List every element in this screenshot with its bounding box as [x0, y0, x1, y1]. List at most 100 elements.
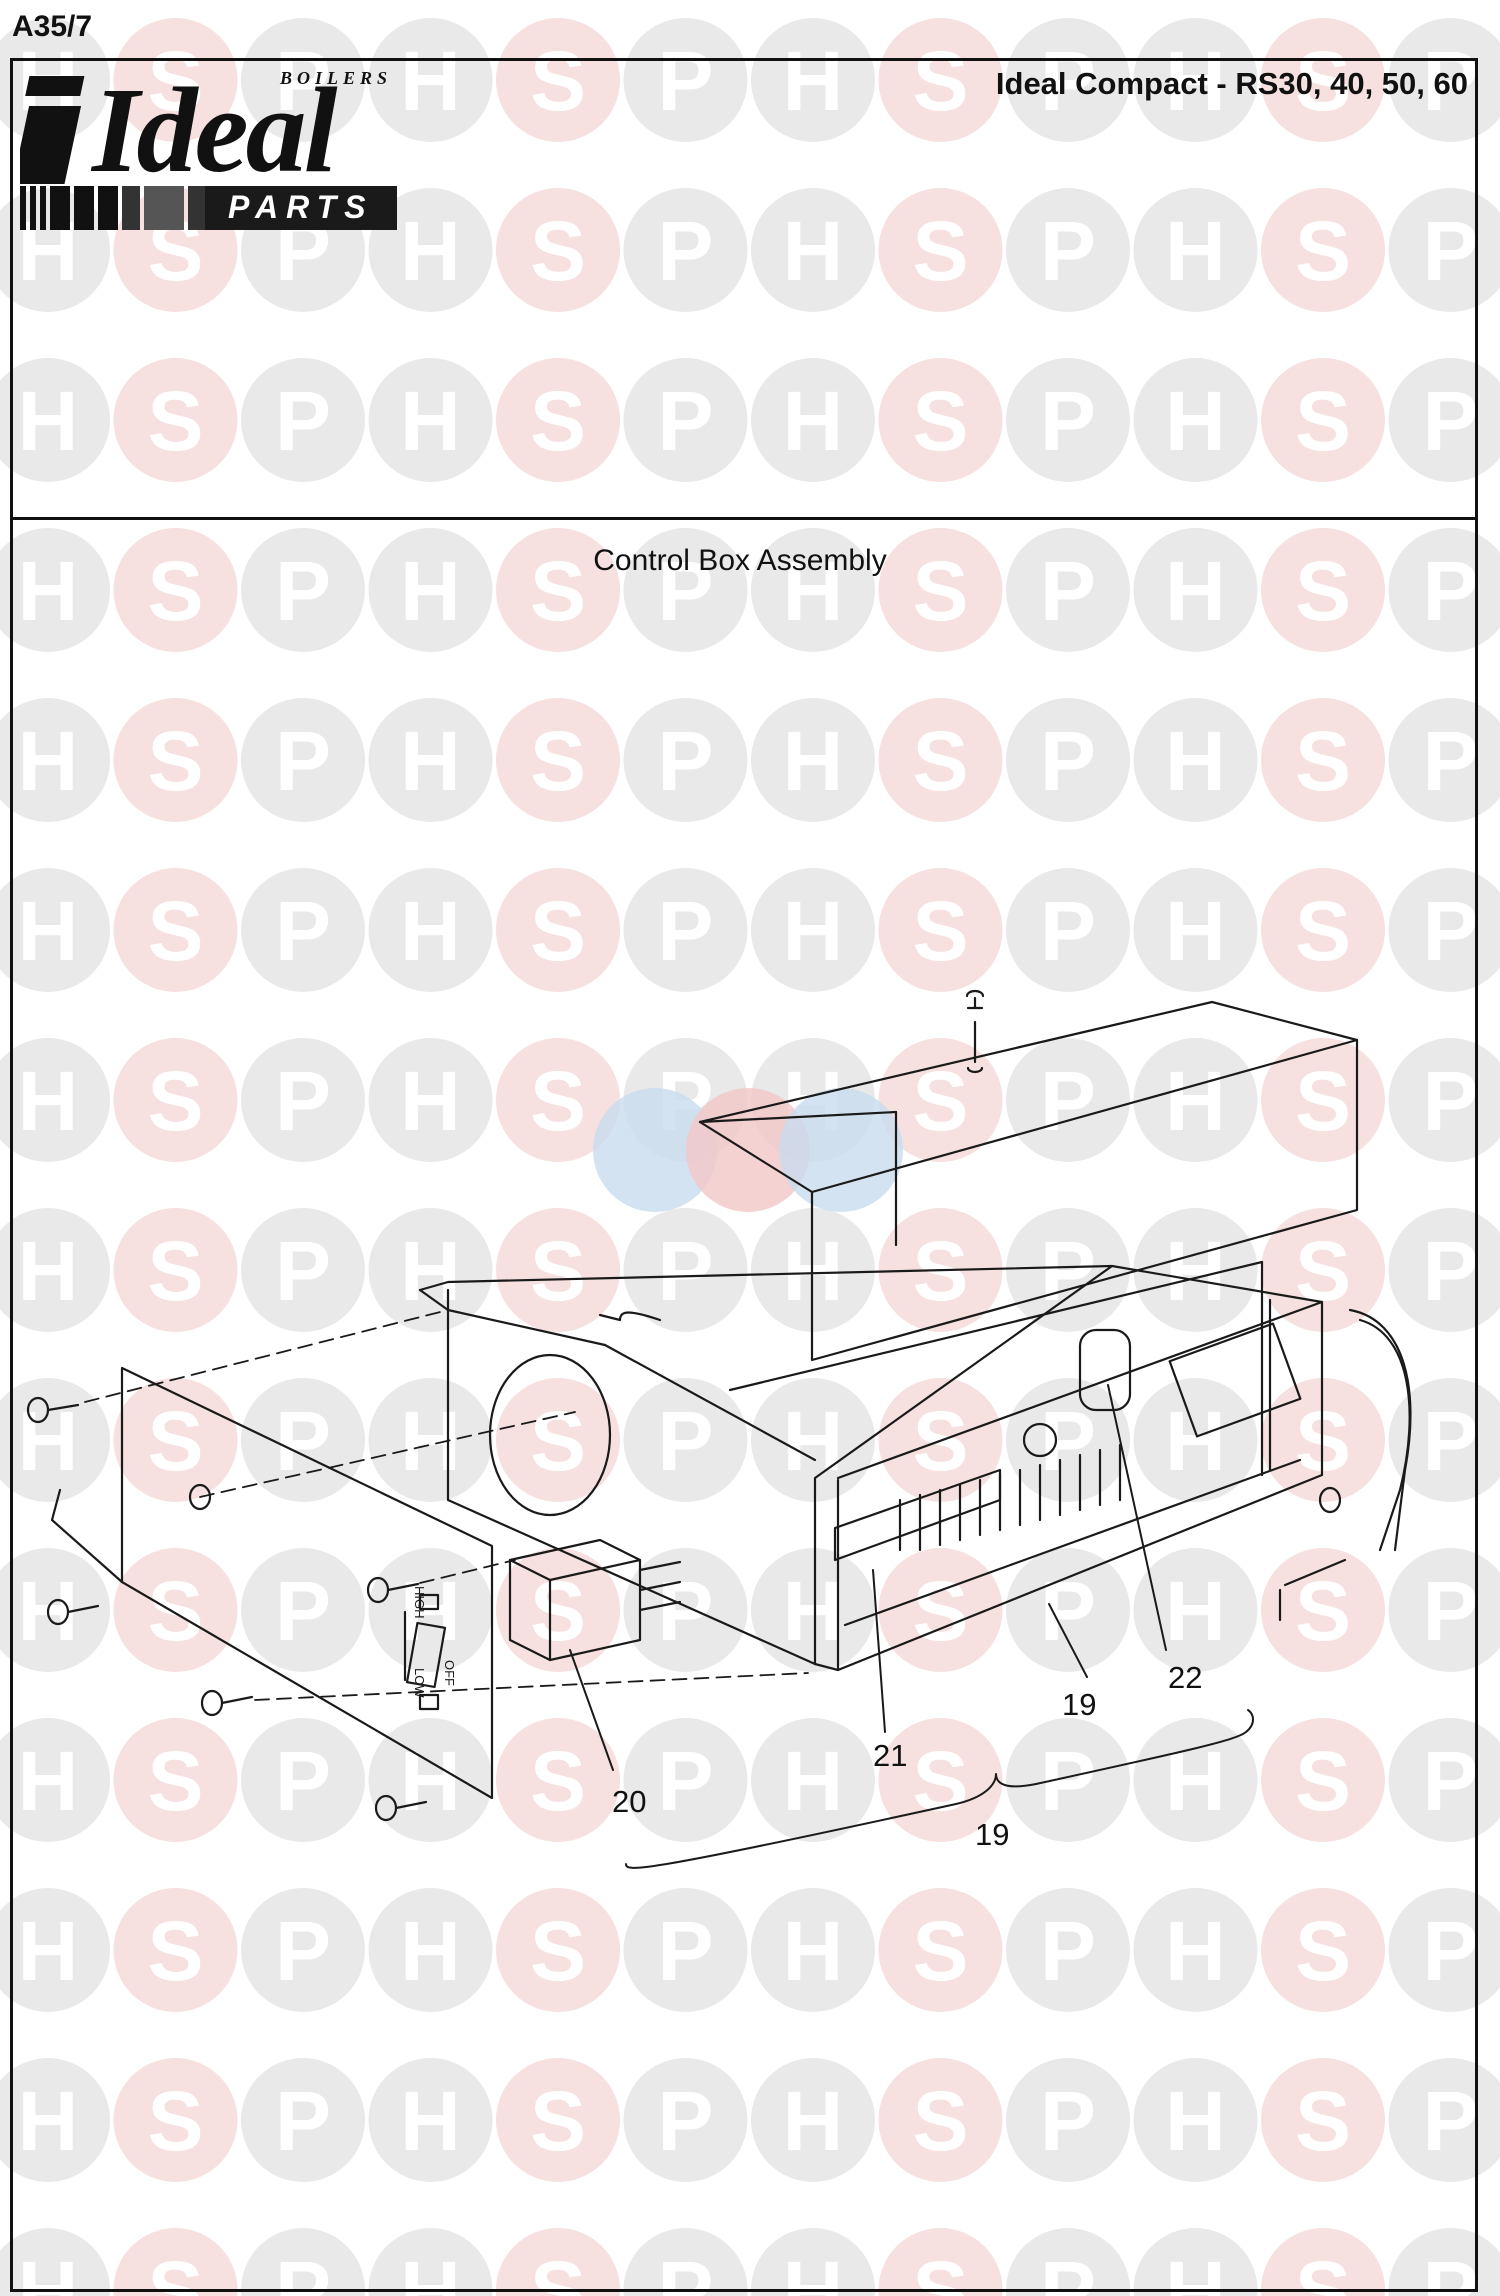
watermark-circle [0, 2228, 110, 2296]
watermark-letter: H [783, 1564, 844, 1658]
watermark-letter: H [18, 1734, 79, 1828]
watermark-letter: P [657, 884, 713, 978]
watermark-letter: S [530, 884, 586, 978]
watermark-circle [623, 698, 748, 822]
watermark-circle [623, 1548, 748, 1672]
watermark-letter: S [912, 884, 968, 978]
watermark-circle [751, 1378, 875, 1502]
cables [598, 1308, 1412, 1622]
watermark-letter: P [1422, 2074, 1478, 2168]
watermark-circle [1133, 1208, 1258, 1332]
watermark-circle [1388, 358, 1500, 482]
watermark-letter: S [147, 544, 203, 638]
watermark-circle [496, 1038, 620, 1162]
watermark-letter: H [18, 2244, 79, 2296]
watermark-letter: H [783, 1904, 844, 1998]
watermark-circle [0, 358, 110, 482]
watermark-circle [1261, 528, 1385, 652]
watermark-circle [113, 2228, 238, 2296]
watermark-circle [0, 1888, 110, 2012]
watermark-letter: S [147, 2244, 203, 2296]
watermark-letter: S [147, 374, 203, 468]
watermark-circle [496, 868, 620, 992]
diagram-frame [10, 517, 1478, 2292]
watermark-letter: H [400, 204, 461, 298]
watermark-circle [368, 188, 493, 312]
watermark-letter: S [530, 374, 586, 468]
watermark-circle [1388, 2058, 1500, 2182]
logo-tagline: BOILERS [280, 68, 393, 88]
callout-19-inner: 19 [1062, 1687, 1097, 1722]
watermark-circle [241, 1548, 365, 1672]
logo-parts-bar [205, 186, 397, 230]
watermark-letter: P [275, 1904, 331, 1998]
watermark-circle [0, 528, 110, 652]
watermark-letter: H [783, 2244, 844, 2296]
watermark-circle [878, 698, 1003, 822]
watermark-letter: P [1422, 1904, 1478, 1998]
watermark-circle [113, 1208, 238, 1332]
watermark-circle [496, 698, 620, 822]
watermark-letter: H [400, 884, 461, 978]
ideal-parts-logo [20, 76, 206, 230]
watermark-letter: S [147, 1054, 203, 1148]
watermark-letter: H [400, 714, 461, 808]
watermark-letter: P [1422, 1224, 1478, 1318]
components [898, 1322, 1302, 1552]
watermark-circle [113, 2058, 238, 2182]
watermark-circle [1261, 1718, 1385, 1842]
watermark-letter: H [783, 2074, 844, 2168]
watermark-letter: H [400, 2074, 461, 2168]
watermark-letter: H [783, 204, 844, 298]
watermark-circle [623, 2228, 748, 2296]
watermark-circle [1388, 698, 1500, 822]
chassis [418, 1260, 1342, 1672]
watermark-circle [496, 2058, 620, 2182]
panel-screws [26, 1396, 428, 1822]
watermark-circle [1261, 1038, 1385, 1162]
watermark-circle [496, 2228, 620, 2296]
watermark-circle [751, 18, 875, 142]
watermark-letter: H [783, 714, 844, 808]
watermark-letter: S [1295, 1054, 1351, 1148]
watermark-letter: P [1040, 1054, 1096, 1148]
watermark-letter: P [1040, 34, 1096, 128]
watermark-letter: S [1295, 2244, 1351, 2296]
watermark-circle [1133, 2228, 1258, 2296]
watermark-circle [1388, 528, 1500, 652]
watermark-circle [368, 1208, 493, 1332]
watermark-letter: P [1422, 34, 1478, 128]
watermark-letter: S [530, 1564, 586, 1658]
watermark-circle [1261, 188, 1385, 312]
watermark-circle [368, 2058, 493, 2182]
watermark-letter: H [1165, 204, 1226, 298]
watermark-letter: H [783, 544, 844, 638]
watermark-circle [1006, 1888, 1130, 2012]
watermark-letter: P [1040, 1394, 1096, 1488]
watermark-circle [1133, 528, 1258, 652]
switch-label-high: HIGH [412, 1586, 427, 1619]
watermark-letter: S [1295, 884, 1351, 978]
watermark-circle [241, 358, 365, 482]
watermark-circle [1261, 868, 1385, 992]
watermark-letter: S [1295, 2074, 1351, 2168]
watermark-circle [623, 1888, 748, 2012]
watermark-circle [751, 1548, 875, 1672]
watermark-letter: P [1422, 884, 1478, 978]
watermark-circle [241, 1208, 365, 1332]
top-cover [698, 989, 1359, 1362]
watermark-circle [1133, 2058, 1258, 2182]
watermark-letter: H [18, 1054, 79, 1148]
logo-brand: Ideal [92, 63, 338, 198]
watermark-circle [751, 698, 875, 822]
watermark-circle [113, 868, 238, 992]
watermark-circle [878, 1888, 1003, 2012]
watermark-circle [241, 528, 365, 652]
watermark-circle [1261, 358, 1385, 482]
watermark-circle [1388, 188, 1500, 312]
watermark-letter: P [1422, 1054, 1478, 1148]
watermark-circle [1006, 868, 1130, 992]
watermark-circle [751, 2058, 875, 2182]
watermark-circle [751, 188, 875, 312]
